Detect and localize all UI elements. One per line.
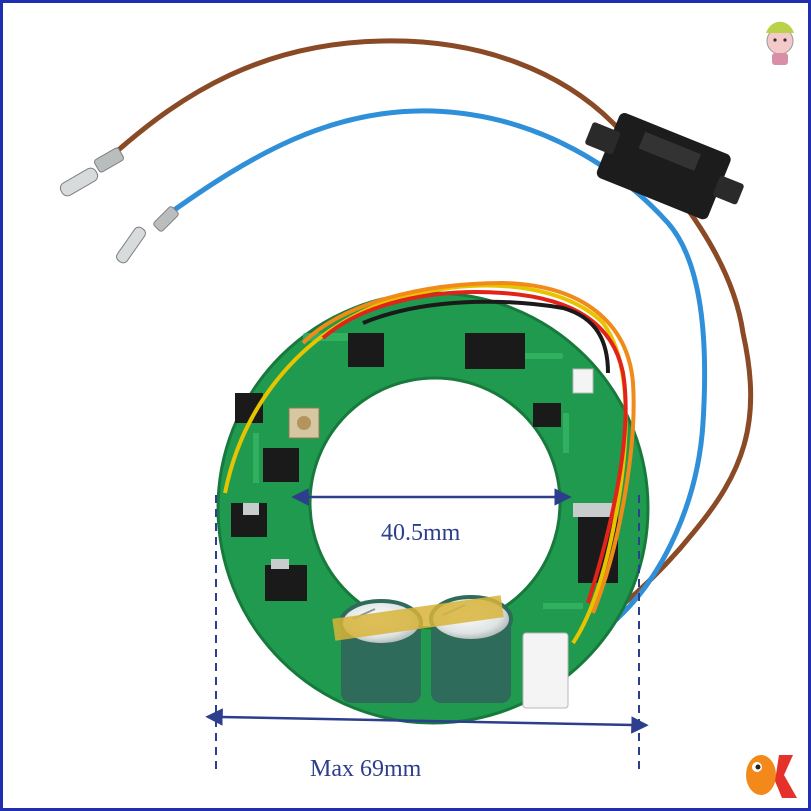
- wire-connector: [522, 632, 569, 709]
- motor-controller-photo: [59, 21, 800, 801]
- inner-diameter-label: 40.5mm: [381, 520, 461, 546]
- outer-dimension-line: [205, 708, 649, 734]
- brown-terminal-lug: [59, 147, 125, 197]
- red-wire: [321, 290, 628, 604]
- orange-wire: [301, 280, 636, 614]
- yellow-wire: [223, 283, 628, 645]
- main-ic-chip: [465, 333, 525, 369]
- black-wire: [362, 299, 610, 374]
- goldfish-logo-icon: [738, 741, 800, 801]
- outer-diameter-label: Max 69mm: [310, 756, 422, 782]
- blue-wire: [160, 108, 708, 651]
- slide-switch: [585, 113, 744, 220]
- blue-terminal-lug: [116, 206, 179, 264]
- mascot-doll-icon: [766, 21, 794, 65]
